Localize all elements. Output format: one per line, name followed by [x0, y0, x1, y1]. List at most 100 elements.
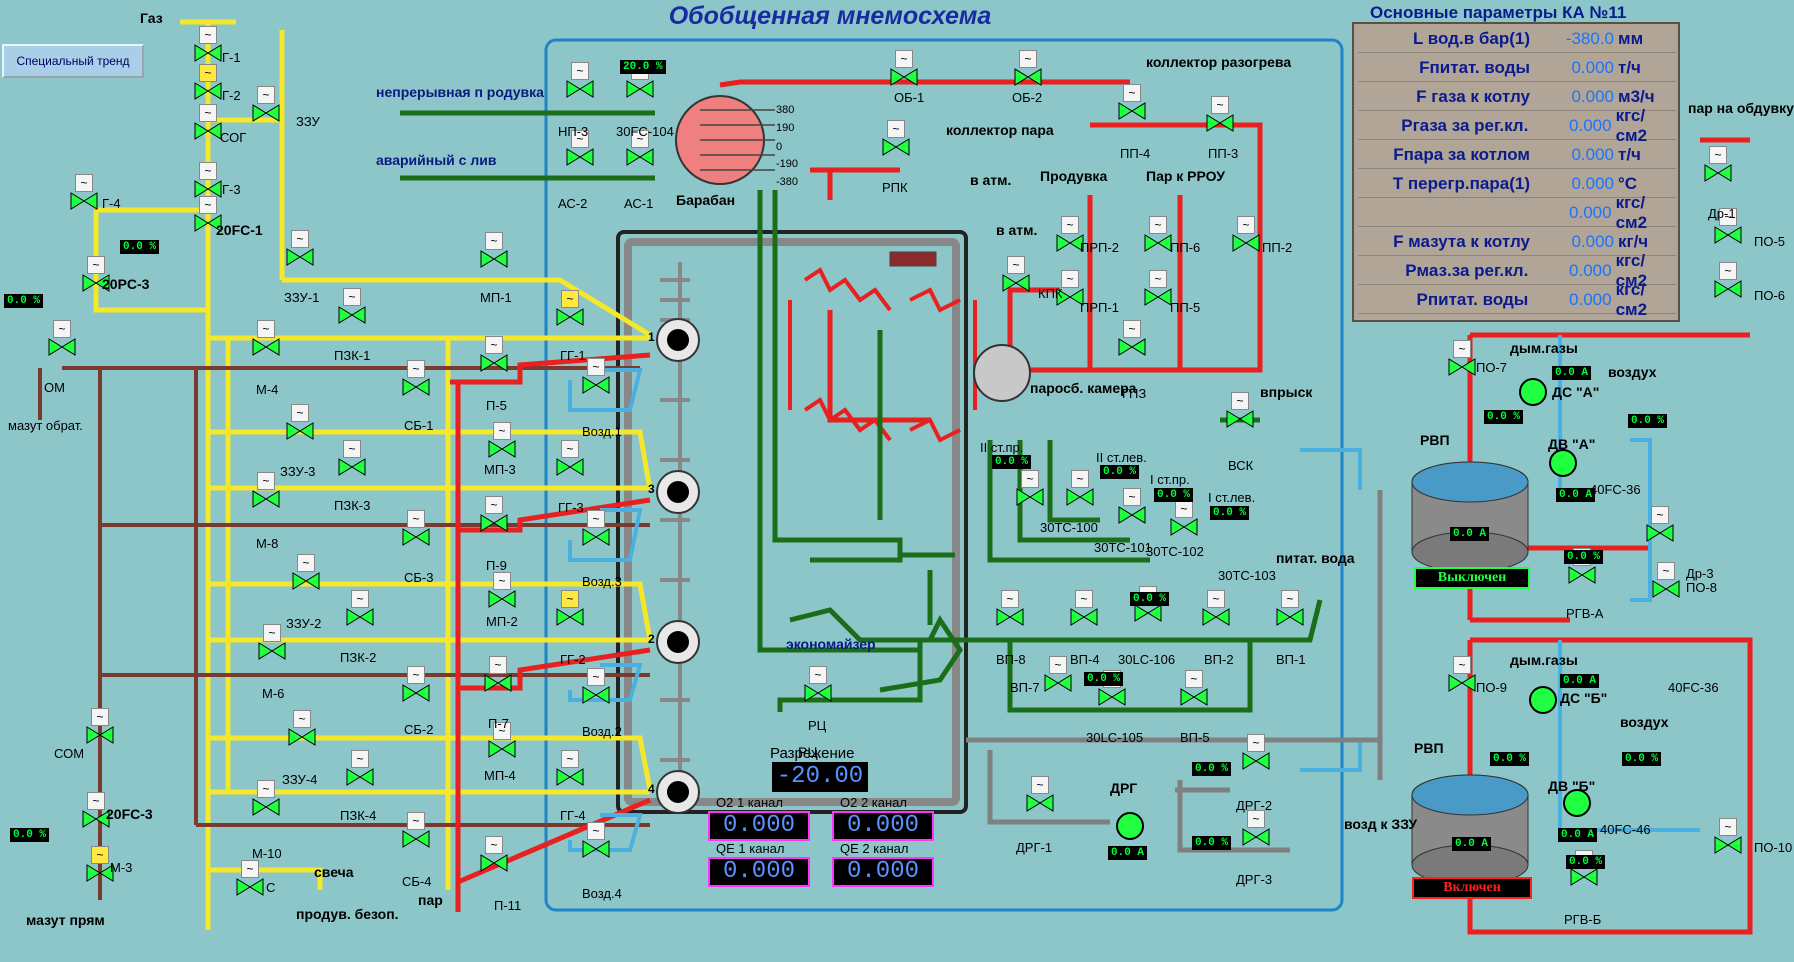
- actuator-icon: ~: [1231, 392, 1249, 410]
- valve-gg4[interactable]: ~: [556, 750, 584, 786]
- valve-sb2[interactable]: ~: [402, 666, 430, 702]
- valve-prp2[interactable]: ~: [1056, 216, 1084, 252]
- valve-gpz[interactable]: ~: [1118, 320, 1146, 356]
- valve-sb4[interactable]: ~: [402, 812, 430, 848]
- actuator-icon: ~: [1453, 656, 1471, 674]
- valve-mp3[interactable]: ~: [488, 422, 516, 458]
- valve-drg1[interactable]: ~: [1026, 776, 1054, 812]
- valve-po10[interactable]: ~: [1714, 818, 1742, 854]
- valve-vp1[interactable]: ~: [1276, 590, 1304, 626]
- valve-icon: [70, 192, 98, 210]
- valve-fc3[interactable]: ~: [82, 792, 110, 828]
- valve-as1[interactable]: ~: [626, 130, 654, 166]
- valve-vp4[interactable]: ~: [1070, 590, 1098, 626]
- valve-g3[interactable]: ~: [194, 162, 222, 198]
- label-pzk2: ПЗК-2: [340, 650, 377, 665]
- valve-po5[interactable]: ~: [1714, 208, 1742, 244]
- valve-p7[interactable]: ~: [484, 656, 512, 692]
- valve-vp5[interactable]: ~: [1180, 670, 1208, 706]
- special-trend-button[interactable]: Специальный тренд: [2, 44, 144, 78]
- valve-g2[interactable]: ~: [194, 64, 222, 100]
- valve-gg2[interactable]: ~: [556, 590, 584, 626]
- valve-kpk[interactable]: ~: [1002, 256, 1030, 292]
- valve-m8[interactable]: ~: [252, 472, 280, 508]
- label-rpk: РПК: [882, 180, 908, 195]
- valve-s[interactable]: ~: [236, 860, 264, 896]
- valve-pzk4[interactable]: ~: [346, 750, 374, 786]
- actuator-icon: ~: [1019, 50, 1037, 68]
- valve-zzu4[interactable]: ~: [288, 710, 316, 746]
- valve-om[interactable]: ~: [48, 320, 76, 356]
- valve-p5[interactable]: ~: [480, 336, 508, 372]
- valve-m4[interactable]: ~: [252, 320, 280, 356]
- valve-icon: [194, 44, 222, 62]
- valve-vozd2[interactable]: ~: [582, 668, 610, 704]
- valve-p11[interactable]: ~: [480, 836, 508, 872]
- valve-pp2[interactable]: ~: [1232, 216, 1260, 252]
- valve-g1[interactable]: ~: [194, 26, 222, 62]
- valve-st2pr[interactable]: ~: [1016, 470, 1044, 506]
- valve-po7[interactable]: ~: [1448, 340, 1476, 376]
- valve-po9[interactable]: ~: [1448, 656, 1476, 692]
- valve-zzu1[interactable]: ~: [286, 230, 314, 266]
- valve-m3[interactable]: ~: [86, 846, 114, 882]
- valve-zzu2[interactable]: ~: [292, 554, 320, 590]
- valve-ob2[interactable]: ~: [1014, 50, 1042, 86]
- label-ekonom: экономайзер: [786, 636, 876, 652]
- valve-pp4[interactable]: ~: [1118, 84, 1146, 120]
- valve-pzk1[interactable]: ~: [338, 288, 366, 324]
- valve-st1pr[interactable]: ~: [1118, 488, 1146, 524]
- valve-zzu3[interactable]: ~: [286, 404, 314, 440]
- valve-drg3[interactable]: ~: [1242, 810, 1270, 846]
- burner-2[interactable]: 2: [648, 620, 700, 664]
- valve-zzu[interactable]: ~: [252, 86, 280, 122]
- valve-st1lev[interactable]: ~: [1170, 500, 1198, 536]
- valve-as2[interactable]: ~: [566, 130, 594, 166]
- valve-pp3[interactable]: ~: [1206, 96, 1234, 132]
- valve-dr1[interactable]: ~: [1704, 146, 1732, 182]
- valve-rpk[interactable]: ~: [882, 120, 910, 156]
- valve-p9[interactable]: ~: [480, 496, 508, 532]
- valve-pzk3[interactable]: ~: [338, 440, 366, 476]
- valve-pzk2[interactable]: ~: [346, 590, 374, 626]
- valve-vozd3[interactable]: ~: [582, 510, 610, 546]
- burner-1[interactable]: 1: [648, 318, 700, 362]
- valve-som[interactable]: ~: [86, 708, 114, 744]
- valve-vp7[interactable]: ~: [1044, 656, 1072, 692]
- valve-np3[interactable]: ~: [566, 62, 594, 98]
- valve-vozd4[interactable]: ~: [582, 822, 610, 858]
- valve-dr3[interactable]: ~: [1646, 506, 1674, 542]
- valve-mp4[interactable]: ~: [488, 722, 516, 758]
- burner-3[interactable]: 3: [648, 470, 700, 514]
- valve-po8[interactable]: ~: [1652, 562, 1680, 598]
- label-kpk: КПК: [1038, 286, 1063, 301]
- valve-vozd1[interactable]: ~: [582, 358, 610, 394]
- valve-gg1[interactable]: ~: [556, 290, 584, 326]
- valve-mp2[interactable]: ~: [488, 572, 516, 608]
- valve-sb3[interactable]: ~: [402, 510, 430, 546]
- burner-4[interactable]: 4: [648, 770, 700, 814]
- valve-prp1[interactable]: ~: [1056, 270, 1084, 306]
- valve-po6[interactable]: ~: [1714, 262, 1742, 298]
- valve-ob1[interactable]: ~: [890, 50, 918, 86]
- valve-gg3[interactable]: ~: [556, 440, 584, 476]
- valve-sb1[interactable]: ~: [402, 360, 430, 396]
- valve-st2lev[interactable]: ~: [1066, 470, 1094, 506]
- valve-vp2[interactable]: ~: [1202, 590, 1230, 626]
- label-ob1: ОБ-1: [894, 90, 925, 105]
- valve-pp5[interactable]: ~: [1144, 270, 1172, 306]
- valve-rc[interactable]: ~: [804, 666, 832, 702]
- valve-vsk[interactable]: ~: [1226, 392, 1254, 428]
- valve-g4[interactable]: ~: [70, 174, 98, 210]
- valve-drg2[interactable]: ~: [1242, 734, 1270, 770]
- valve-pc3[interactable]: ~: [82, 256, 110, 292]
- valve-mp1[interactable]: ~: [480, 232, 508, 268]
- valve-pp6[interactable]: ~: [1144, 216, 1172, 252]
- valve-fc1[interactable]: ~: [194, 196, 222, 232]
- valve-m6[interactable]: ~: [258, 624, 286, 660]
- valve-sog[interactable]: ~: [194, 104, 222, 140]
- rvp-b-status: Включен: [1412, 877, 1532, 899]
- valve-m10[interactable]: ~: [252, 780, 280, 816]
- valve-vp8[interactable]: ~: [996, 590, 1024, 626]
